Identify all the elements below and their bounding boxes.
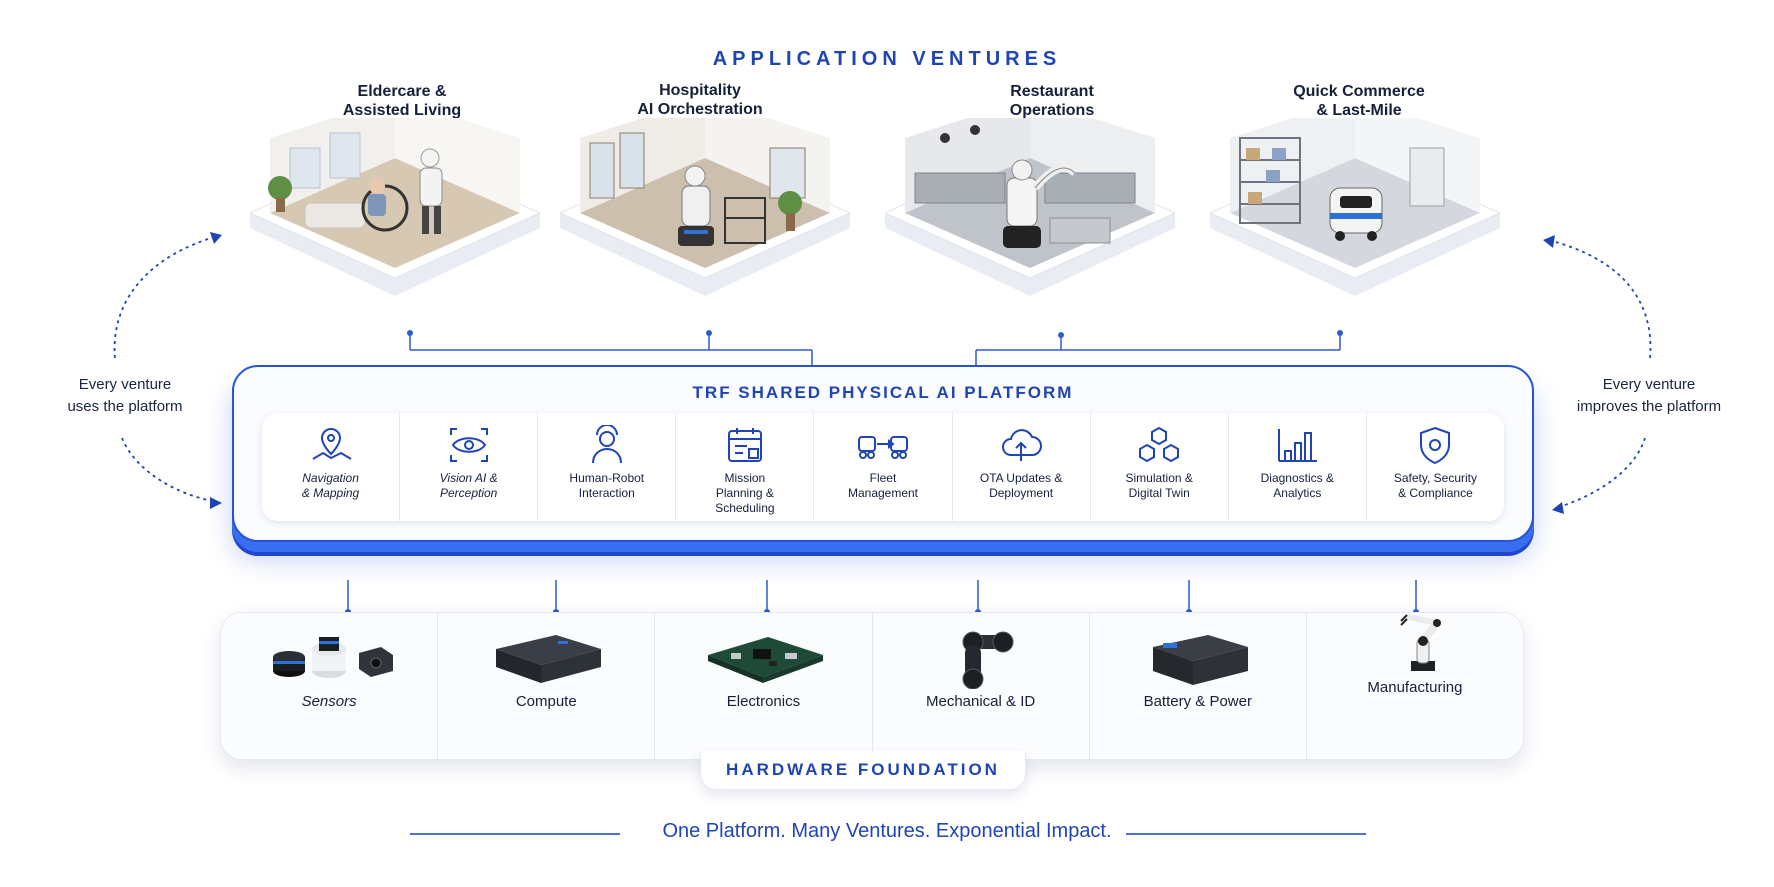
hardware-electronics: Electronics xyxy=(655,613,873,759)
capability-label: Vision AI &Perception xyxy=(439,471,498,500)
hardware-label: Sensors xyxy=(301,693,357,710)
fleet-icon xyxy=(857,436,908,459)
shared-platform-panel: TRF SHARED PHYSICAL AI PLATFORM Navigati… xyxy=(232,365,1534,542)
capability-label: Navigation& Mapping xyxy=(301,471,360,500)
hardware-foundation-tab: HARDWARE FOUNDATION xyxy=(700,751,1026,790)
capability-simulation: Simulation &Digital Twin xyxy=(1091,413,1229,521)
capability-safety: Safety, Security& Compliance xyxy=(1367,413,1504,521)
person-icon xyxy=(591,425,622,464)
hardware-mechanical: Mechanical & ID xyxy=(873,613,1090,759)
map-pin-icon xyxy=(312,427,352,460)
hardware-label: Electronics xyxy=(726,693,801,710)
capability-vision: Vision AI &Perception xyxy=(400,413,539,521)
hardware-foundation-panel: Sensors Compute Electronics Mechanical &… xyxy=(220,612,1524,760)
tagline: One Platform. Many Ventures. Exponential… xyxy=(662,820,1112,842)
eldercare-room xyxy=(250,118,540,328)
venture-title-eldercare: Eldercare &Assisted Living xyxy=(272,82,532,120)
capability-label: Simulation &Digital Twin xyxy=(1125,471,1193,500)
capability-ota: OTA Updates &Deployment xyxy=(953,413,1091,521)
bar-chart-icon xyxy=(1278,429,1318,462)
tagline-rule-left xyxy=(410,833,620,835)
venture-title-quick-commerce: Quick Commerce& Last-Mile xyxy=(1229,82,1489,120)
restaurant-room xyxy=(885,118,1175,328)
hospitality-room xyxy=(560,118,850,328)
cloud-upload-icon xyxy=(1002,429,1043,461)
hardware-sensors: Sensors xyxy=(221,613,439,759)
hardware-manufacturing: Manufacturing xyxy=(1307,613,1523,759)
hardware-label: Manufacturing xyxy=(1367,679,1463,696)
venture-title-text: Quick Commerce& Last-Mile xyxy=(1293,83,1425,119)
hardware-compute: Compute xyxy=(438,613,656,759)
capability-diagnostics: Diagnostics &Analytics xyxy=(1229,413,1367,521)
sensors-art xyxy=(273,637,394,678)
eye-scan-icon xyxy=(449,428,488,462)
platform-title: TRF SHARED PHYSICAL AI PLATFORM xyxy=(692,383,1074,402)
shield-icon xyxy=(1420,426,1451,465)
hardware-foundation-title: HARDWARE FOUNDATION xyxy=(726,760,1000,779)
capability-label: Diagnostics &Analytics xyxy=(1260,471,1334,500)
application-ventures-title: APPLICATION VENTURES xyxy=(712,48,1062,70)
warehouse-room xyxy=(1210,118,1500,328)
hardware-label: Compute xyxy=(515,693,577,710)
venture-title-text: Eldercare &Assisted Living xyxy=(342,83,462,119)
circuit-board-art xyxy=(708,637,824,683)
capability-navigation: Navigation& Mapping xyxy=(262,413,401,521)
calendar-icon xyxy=(727,428,762,462)
battery-art xyxy=(1152,635,1248,685)
hardware-label: Mechanical & ID xyxy=(925,693,1036,710)
compute-art xyxy=(496,635,602,683)
hardware-battery: Battery & Power xyxy=(1090,613,1307,759)
capability-label: OTA Updates &Deployment xyxy=(979,471,1063,500)
tagline-rule-right xyxy=(1126,833,1366,835)
joint-art xyxy=(962,631,1014,689)
capability-label: Safety, Security& Compliance xyxy=(1393,471,1477,500)
hardware-label: Battery & Power xyxy=(1143,693,1252,710)
cubes-icon xyxy=(1139,426,1180,463)
robot-arm-art xyxy=(1400,614,1441,671)
capabilities-row: Navigation& Mapping Vision AI &Perceptio… xyxy=(262,413,1504,521)
